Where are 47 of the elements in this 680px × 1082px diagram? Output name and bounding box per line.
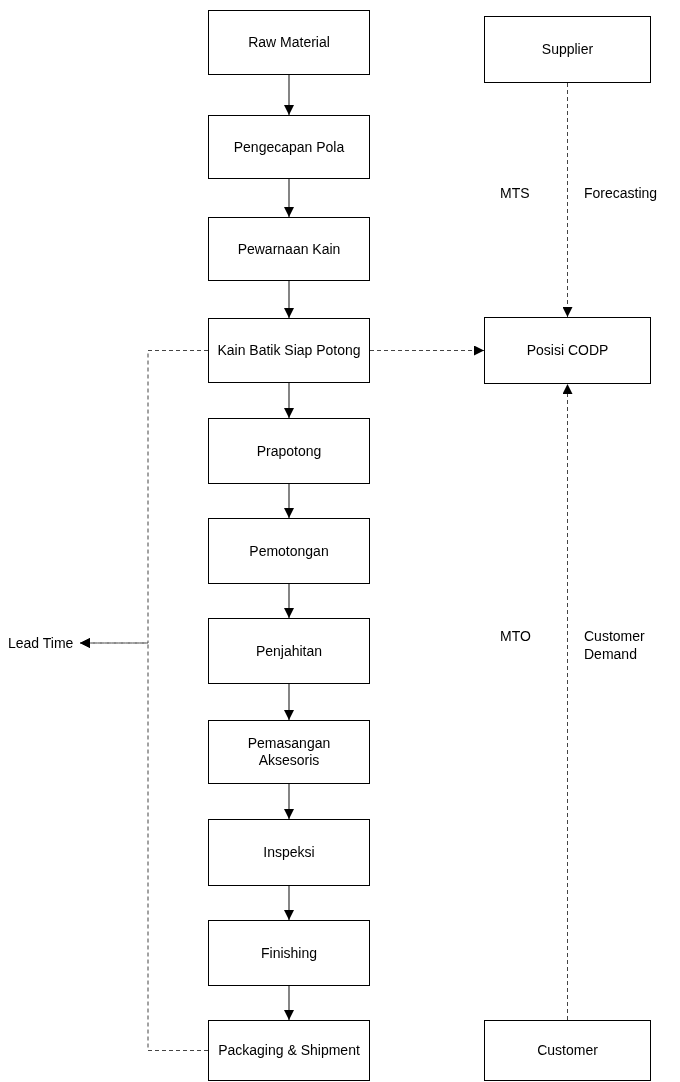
box-label: Supplier — [541, 41, 594, 58]
process-box — [208, 217, 370, 281]
process-box — [484, 1020, 651, 1081]
box-label: Pewarnaan Kain — [237, 240, 341, 258]
annotation-text: Customer Demand — [584, 628, 646, 663]
box-label: Finishing — [261, 944, 317, 962]
box-label: Penjahitan — [255, 642, 323, 660]
arrow — [284, 483, 294, 519]
process-box — [208, 1020, 370, 1081]
arrow — [284, 583, 294, 619]
process-box — [208, 115, 370, 179]
box-label: Prapotong — [256, 442, 322, 460]
dashed-arrow — [562, 82, 573, 318]
box-label: Pemotongan — [249, 542, 329, 560]
process-box — [208, 518, 370, 584]
box-label: Pemasangan Aksesoris — [246, 735, 332, 769]
box-label: Pengecapan Pola — [233, 138, 345, 156]
process-box — [208, 318, 370, 383]
process-box — [208, 618, 370, 684]
arrow — [284, 178, 294, 218]
box-label: Kain Batik Siap Potong — [217, 342, 361, 359]
dashed-arrow — [562, 383, 573, 1021]
box-label: Customer — [537, 1042, 598, 1059]
arrow — [284, 885, 294, 921]
node-label: Lead Time — [8, 633, 78, 653]
box-label: Packaging & Shipment — [218, 1042, 360, 1059]
annotation-text: MTO — [500, 628, 531, 646]
arrow — [284, 382, 294, 419]
annotation-text: Forecasting — [584, 185, 658, 203]
arrow — [284, 74, 294, 116]
process-box — [208, 720, 370, 784]
box-label: Posisi CODP — [526, 342, 609, 359]
arrow — [284, 280, 294, 319]
process-box — [208, 10, 370, 75]
process-box — [484, 317, 651, 384]
dashed-arrow — [79, 638, 209, 1051]
process-box — [208, 418, 370, 484]
dashed-arrow — [369, 345, 485, 356]
arrow — [284, 783, 294, 820]
process-box — [484, 16, 651, 83]
box-label: Inspeksi — [263, 844, 315, 861]
annotation-text: MTS — [500, 185, 530, 203]
process-box — [208, 819, 370, 886]
arrow — [284, 985, 294, 1021]
box-label: Raw Material — [248, 34, 330, 51]
arrow — [284, 683, 294, 721]
process-box — [208, 920, 370, 986]
